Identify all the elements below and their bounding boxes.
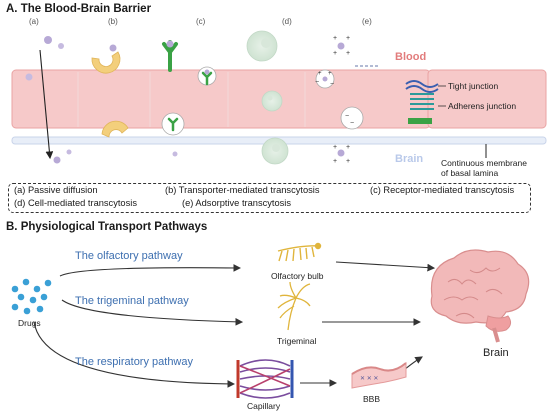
section-b-title: B. Physiological Transport Pathways [6, 221, 208, 233]
adherens-junction-label: Adherens junction [448, 101, 517, 111]
bbb-icon: ✕ ✕ ✕ [351, 361, 407, 389]
lane-label-a: (a) [29, 17, 39, 26]
svg-text:+: + [328, 71, 332, 77]
drugs-label: Drugs [18, 318, 41, 328]
vesicle-icon: ++ ++ ++ −− −− ++ ++ [315, 35, 379, 165]
immune-cell-icon [246, 30, 289, 165]
junction-icon [405, 80, 446, 124]
brain-side-label: Brain [395, 153, 424, 165]
svg-text:+: + [333, 144, 337, 151]
olfactory-pathway-label: The olfactory pathway [75, 250, 183, 262]
olfactory-bulb-label: Olfactory bulb [271, 271, 324, 281]
tight-junction-label: Tight junction [448, 81, 499, 91]
trigeminal-pathway-label: The trigeminal pathway [75, 295, 189, 307]
endothelial-cell [11, 69, 431, 129]
bbb-label: BBB [363, 394, 381, 404]
legend-box: (a) Passive diffusion (b) Transporter-me… [8, 183, 531, 213]
legend-b: (b) Transporter-mediated transcytosis [165, 185, 320, 195]
receptor-icon [161, 40, 217, 157]
brain-label: Brain [483, 347, 509, 359]
lane-label-d: (d) [282, 17, 292, 26]
drugs-icon [11, 278, 52, 315]
brain-icon [430, 249, 530, 343]
lane-label-e: (e) [362, 17, 372, 26]
svg-text:+: + [318, 71, 322, 77]
svg-text:−: − [330, 81, 334, 88]
section-a-title: A. The Blood-Brain Barrier [6, 3, 152, 15]
svg-text:✕ ✕ ✕: ✕ ✕ ✕ [360, 376, 378, 382]
lane-label-c: (c) [196, 17, 206, 26]
lane-label-b: (b) [108, 17, 118, 26]
capillary-icon [236, 359, 294, 399]
svg-text:−: − [345, 113, 349, 120]
trigeminal-label: Trigeminal [277, 336, 317, 346]
arrow-icon [39, 49, 54, 160]
transporter-icon [91, 44, 129, 138]
bulb-to-brain-arrow [335, 261, 436, 272]
capillary-label: Capillary [247, 401, 281, 411]
olfactory-bulb-icon [277, 242, 322, 262]
svg-text:−: − [315, 79, 319, 86]
svg-text:+: + [333, 35, 337, 42]
svg-text:+: + [346, 35, 350, 42]
svg-text:+: + [346, 144, 350, 151]
legend-c: (c) Receptor-mediated transcytosis [370, 185, 515, 195]
legend-a: (a) Passive diffusion [14, 185, 98, 195]
svg-text:+: + [346, 50, 350, 57]
basal-lamina-label-1: Continuous membrane [441, 158, 527, 168]
basal-lamina-label-2: of basal lamina [441, 168, 499, 178]
legend-d: (d) Cell-mediated transcytosis [14, 198, 137, 208]
endothelial-cell-right [427, 69, 547, 129]
blood-label: Blood [395, 51, 427, 63]
olfactory-arrow [59, 264, 242, 277]
trigeminal-icon [277, 281, 311, 331]
svg-text:+: + [346, 158, 350, 165]
passive-diffusion-particles [25, 36, 72, 164]
respiratory-pathway-label: The respiratory pathway [75, 356, 193, 368]
svg-text:+: + [333, 50, 337, 57]
svg-text:+: + [333, 158, 337, 165]
respiratory-arrow [33, 321, 236, 388]
svg-text:−: − [350, 120, 354, 127]
trigeminal-arrow [61, 299, 244, 326]
legend-e: (e) Adsorptive transcytosis [182, 198, 292, 208]
